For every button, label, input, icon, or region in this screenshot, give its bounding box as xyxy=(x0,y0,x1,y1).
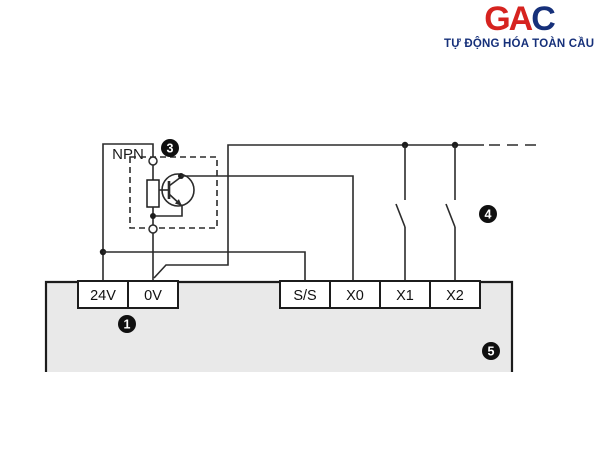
npn-sensor-box xyxy=(129,156,218,229)
terminal-0v-label: 0V xyxy=(144,288,162,304)
resistor-icon xyxy=(146,179,160,208)
svg-text:4: 4 xyxy=(485,208,492,222)
transistor-collector-lead xyxy=(168,176,182,187)
terminal-x2 xyxy=(429,280,481,309)
sensor-type-label: NPN xyxy=(112,146,144,163)
brand-letter-a: A xyxy=(508,0,534,38)
sensor-output-wire-x0 xyxy=(181,175,354,281)
terminal-ss-label: S/S xyxy=(293,288,316,304)
terminal-24v-label: 24V xyxy=(90,288,116,304)
company-logo: GAC TỰ ĐỘNG HÓA TOÀN CẦU xyxy=(444,2,594,50)
brand-letter-g: G xyxy=(484,0,510,38)
emitter-arrow-icon xyxy=(174,199,182,206)
terminal-ss xyxy=(279,280,331,309)
marker-5-plc-body: 5 xyxy=(482,342,500,360)
sensor-minus-terminal-icon xyxy=(148,224,158,234)
terminal-0v xyxy=(127,280,179,309)
sensor-plus-terminal-icon xyxy=(148,156,158,166)
svg-text:5: 5 xyxy=(488,345,495,359)
sensor-supply-wire xyxy=(102,143,154,281)
svg-text:3: 3 xyxy=(167,142,174,156)
svg-text:1: 1 xyxy=(124,318,131,332)
brand-tagline: TỰ ĐỘNG HÓA TOÀN CẦU xyxy=(444,38,595,50)
ss-jumper-wire xyxy=(103,251,306,281)
terminal-x1-label: X1 xyxy=(396,288,414,304)
x2-switch-blade-icon xyxy=(445,203,456,228)
x1-switch-blade-icon xyxy=(395,203,406,228)
terminal-x0 xyxy=(329,280,381,309)
marker-1-power-terminals: 1 xyxy=(118,315,136,333)
emitter-junction-dot xyxy=(150,213,156,219)
terminal-x0-label: X0 xyxy=(346,288,364,304)
emitter-return-wire xyxy=(156,206,183,217)
marker-3-npn-sensor: 3 xyxy=(161,139,179,157)
marker-4-input-switches: 4 xyxy=(479,205,497,223)
common-rail-wire xyxy=(153,144,484,279)
brand-logo-gac: GAC xyxy=(444,2,594,36)
terminal-x2-label: X2 xyxy=(446,288,464,304)
brand-letter-c: C xyxy=(531,0,556,38)
